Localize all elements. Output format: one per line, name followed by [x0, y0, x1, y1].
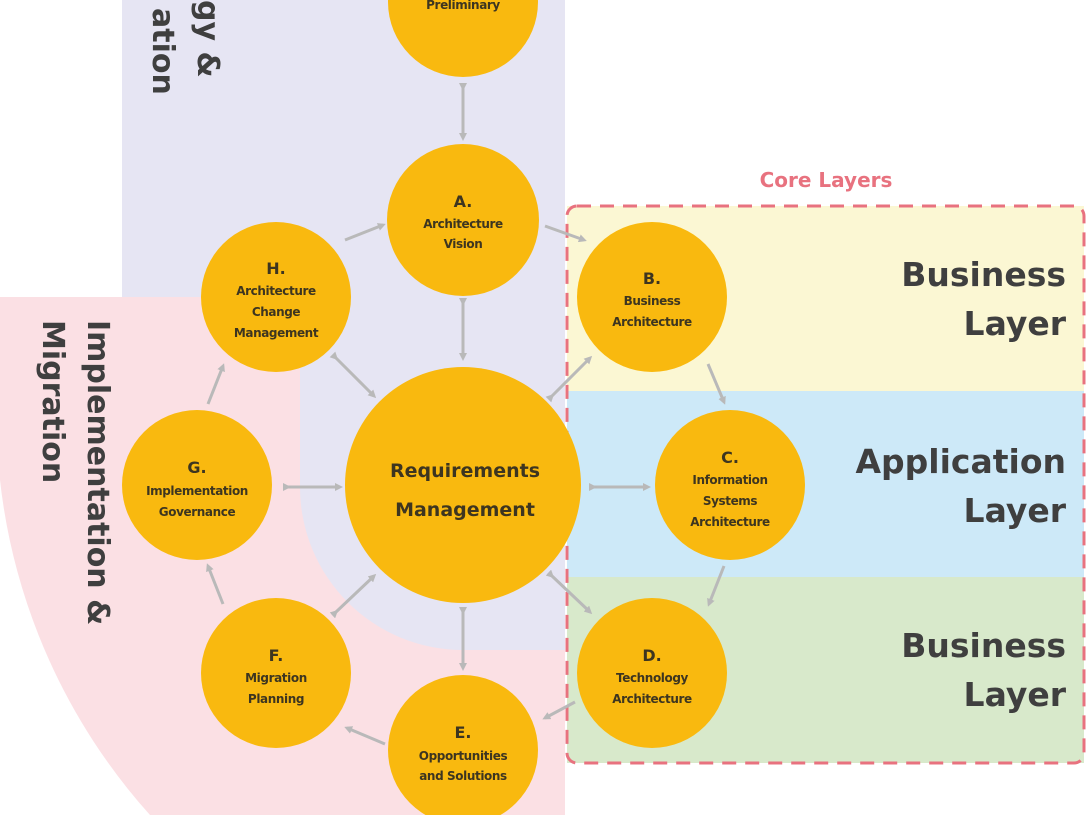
layer-label-1-line-2: Layer: [964, 304, 1067, 343]
arrow-f-g: [206, 563, 225, 605]
phase-g[interactable]: G. Implementation Governance: [122, 410, 272, 560]
arrow-g-h: [206, 363, 225, 405]
arrow-c-d: [707, 565, 726, 607]
layer-label-3-line-1: Business: [901, 626, 1066, 665]
phase-a-name-1: Architecture: [423, 217, 503, 231]
phase-c-letter: C.: [721, 448, 739, 467]
phase-e-name-2: and Solutions: [419, 769, 507, 783]
strategy-label-line-2: ation: [145, 8, 180, 95]
phase-f[interactable]: F. Migration Planning: [201, 598, 351, 748]
phase-a-letter: A.: [454, 192, 473, 211]
phase-h-name-1: Architecture: [236, 284, 316, 298]
application-layer-band: [567, 391, 1084, 577]
arrow-h-a: [344, 223, 386, 242]
phase-h-name-3: Management: [234, 326, 319, 340]
implementation-label-line-1: Implementation &: [80, 320, 115, 625]
arrow-b-c: [706, 363, 726, 405]
arrow-req-b: [545, 355, 593, 403]
phase-g-letter: G.: [187, 458, 206, 477]
phase-d-name-2: Architecture: [612, 692, 692, 706]
core-layers-title: Core Layers: [760, 168, 893, 192]
requirements-name-2: Management: [395, 499, 535, 521]
arrow-req-d: [545, 569, 593, 615]
phase-a[interactable]: A. Architecture Vision: [387, 144, 539, 296]
phase-c-name-2: Systems: [703, 494, 758, 508]
phase-g-name-2: Governance: [159, 505, 236, 519]
phase-c-name-1: Information: [692, 473, 767, 487]
phase-preliminary-name: Preliminary: [426, 0, 500, 12]
phase-g-name-1: Implementation: [146, 484, 248, 498]
phase-e-name-1: Opportunities: [419, 749, 508, 763]
layer-label-3-line-2: Layer: [964, 675, 1067, 714]
phase-b[interactable]: B. Business Architecture: [577, 222, 727, 372]
phase-e-letter: E.: [454, 723, 471, 742]
phase-a-name-2: Vision: [444, 237, 483, 251]
arrow-req-f: [329, 573, 377, 619]
arrow-e-f: [344, 726, 386, 746]
phase-h[interactable]: H. Architecture Change Management: [201, 222, 351, 372]
strategy-label-line-1: gy &: [190, 0, 225, 78]
phase-b-letter: B.: [643, 269, 661, 288]
phase-d-name-1: Technology: [616, 671, 689, 685]
layer-label-2-line-2: Layer: [964, 491, 1067, 530]
phase-f-name-1: Migration: [245, 671, 307, 685]
phase-d-letter: D.: [642, 646, 661, 665]
arrows: [206, 83, 726, 746]
layer-label-1-line-1: Business: [901, 255, 1066, 294]
phase-h-name-2: Change: [252, 305, 301, 319]
phase-c[interactable]: C. Information Systems Architecture: [655, 410, 805, 560]
phase-b-name-1: Business: [624, 294, 681, 308]
phase-e[interactable]: E. Opportunities and Solutions: [388, 675, 538, 815]
arrow-d-e: [542, 700, 576, 720]
phase-d[interactable]: D. Technology Architecture: [577, 598, 727, 748]
phase-c-name-3: Architecture: [690, 515, 770, 529]
phase-b-name-2: Architecture: [612, 315, 692, 329]
arrow-a-b: [544, 224, 587, 243]
phase-h-letter: H.: [266, 259, 285, 278]
arrow-req-h: [329, 351, 377, 399]
requirements-management[interactable]: Requirements Management: [345, 367, 581, 603]
phase-f-letter: F.: [269, 646, 284, 665]
implementation-label-line-2: Migration: [35, 320, 70, 483]
phase-f-name-2: Planning: [248, 692, 304, 706]
requirements-name-1: Requirements: [390, 460, 540, 482]
layer-label-2-line-1: Application: [856, 442, 1067, 481]
phase-preliminary[interactable]: Preliminary: [388, 0, 538, 77]
